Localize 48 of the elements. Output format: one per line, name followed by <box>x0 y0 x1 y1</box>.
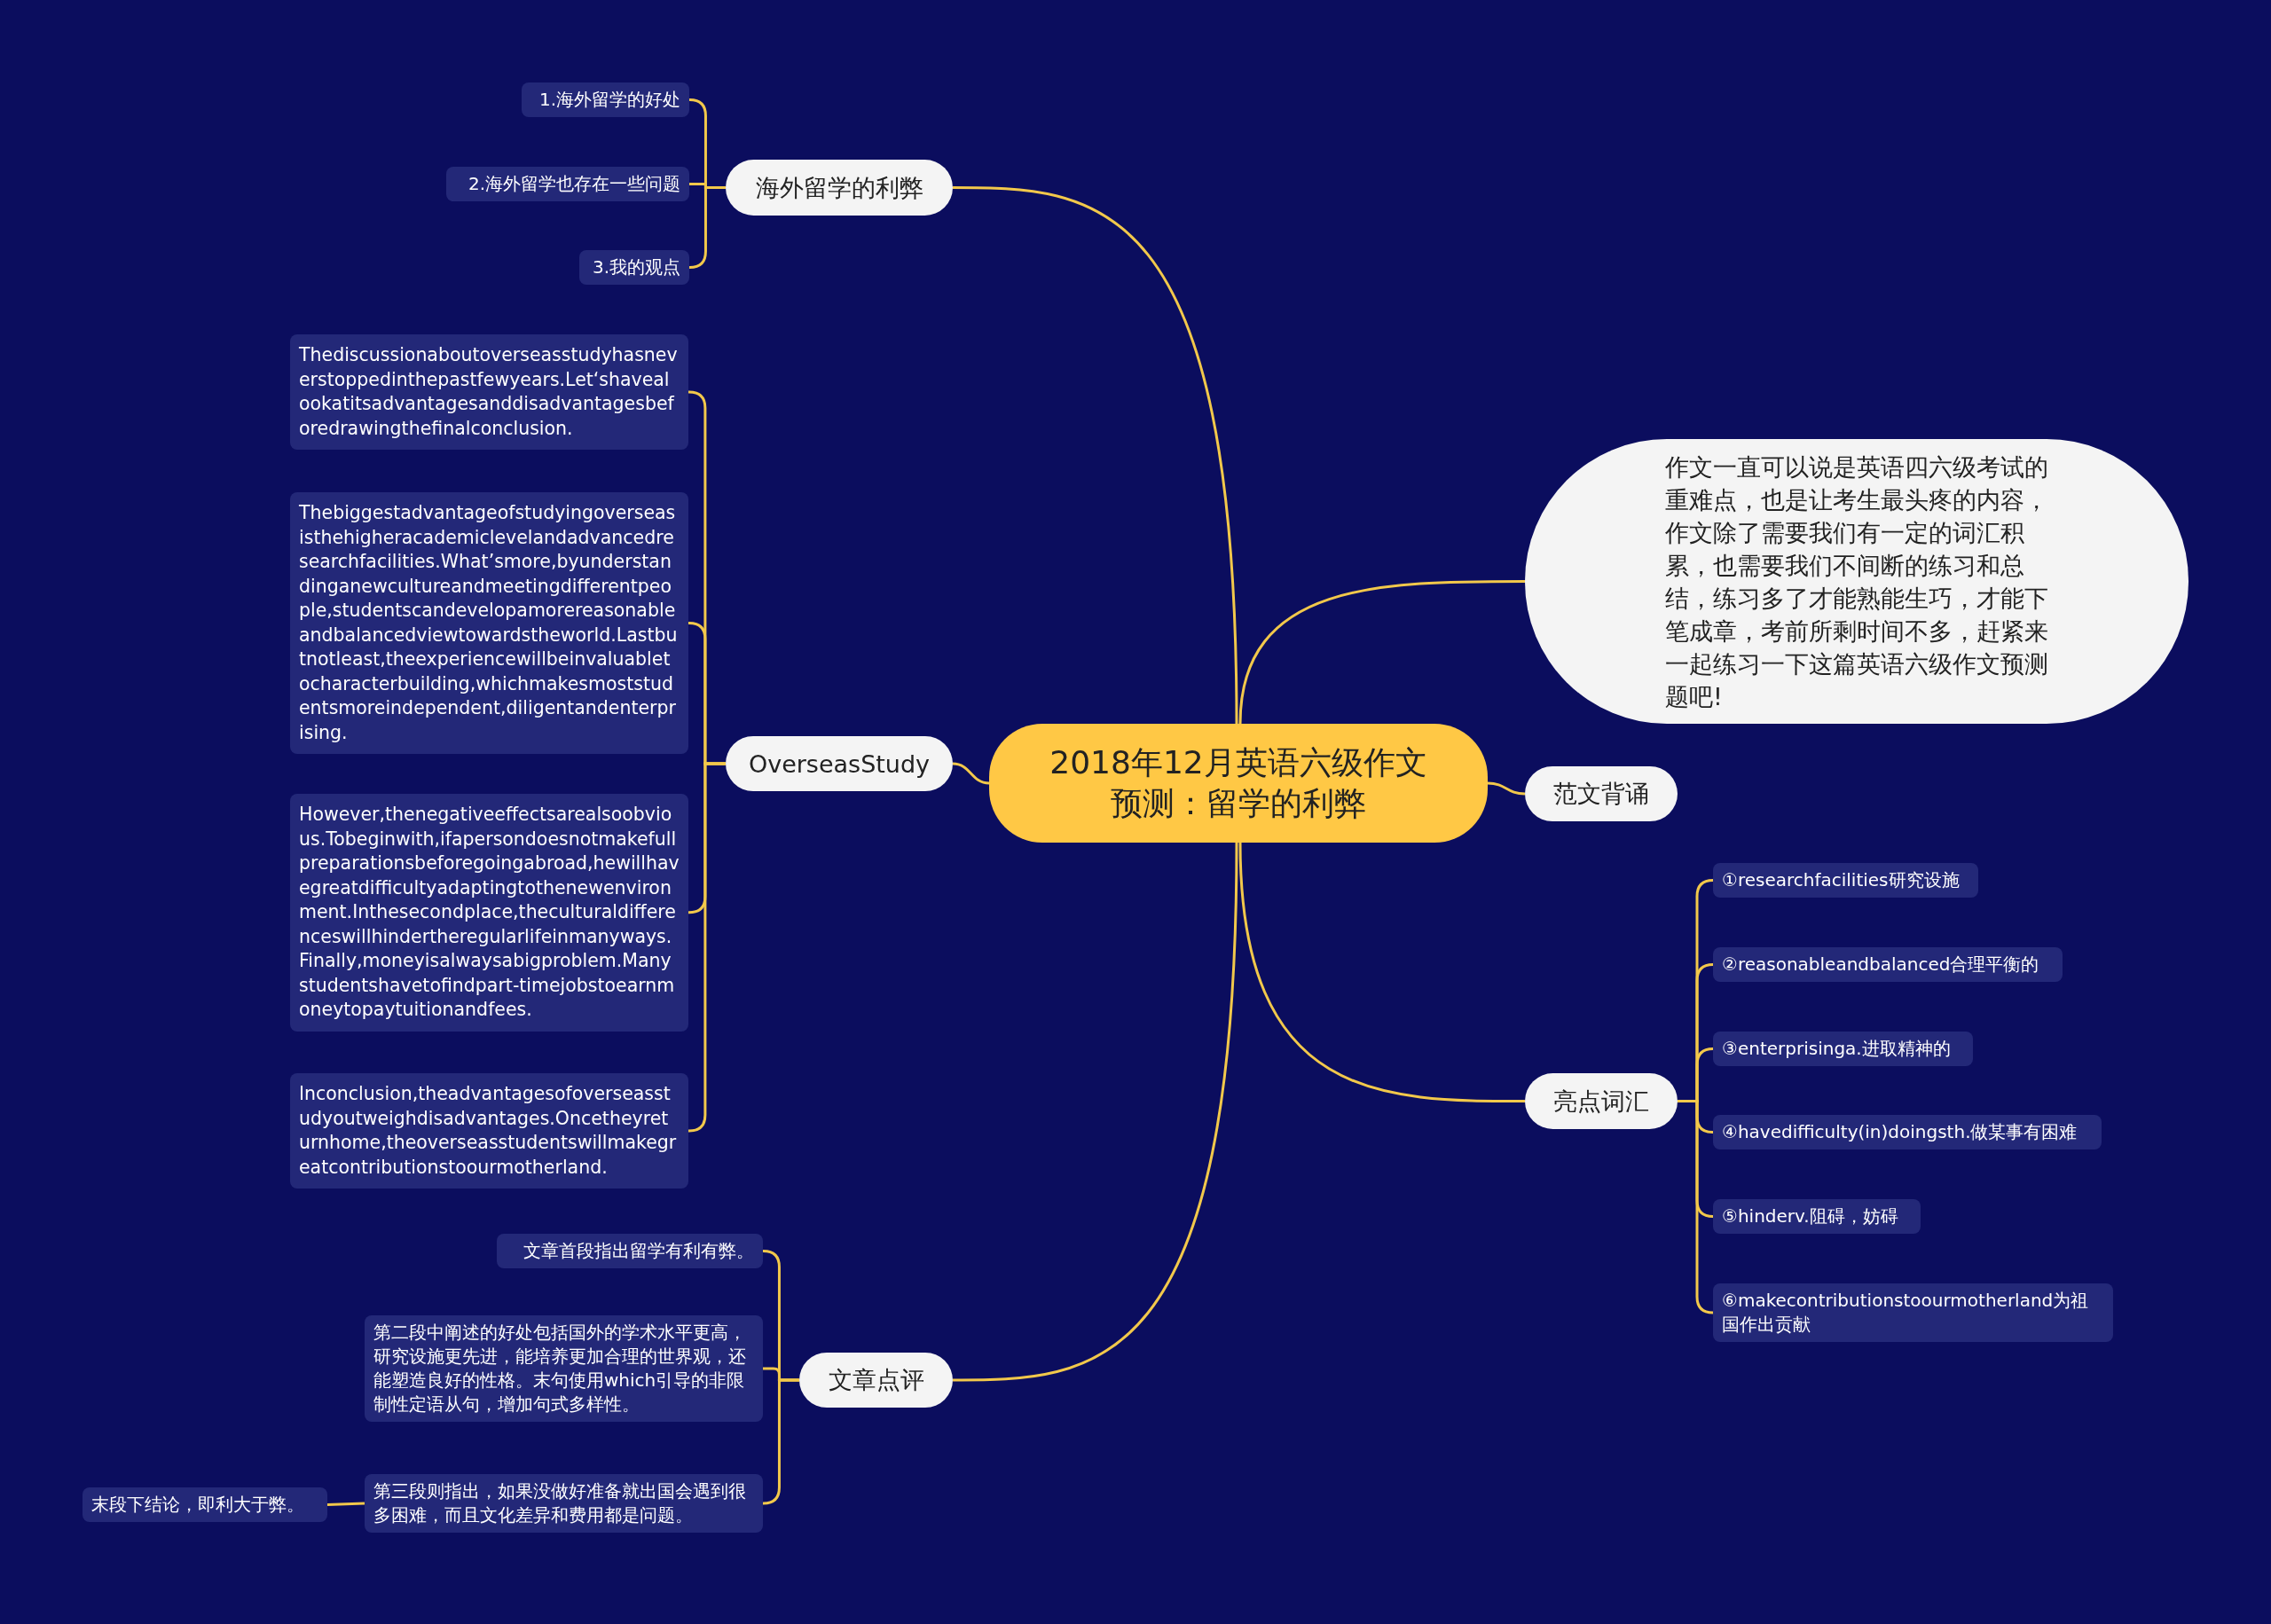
connector-line <box>952 762 990 785</box>
node-text: 1.海外留学的好处 <box>538 88 680 112</box>
node-text: 末段下结论，即利大于弊。 <box>91 1493 304 1517</box>
subtopic-box <box>1713 947 2063 982</box>
node-text: 文章首段指出留学有利有弊。 <box>523 1239 754 1263</box>
subtopic-box <box>1713 863 1978 898</box>
connector-line <box>761 1378 799 1505</box>
subtopic-box <box>497 1234 763 1268</box>
subtopic-box <box>83 1487 327 1522</box>
subtopic-box <box>1713 1283 2113 1342</box>
node-text: 第二段中阐述的好处包括国外的学术水平更高，研究设施更先进，能培养更加合理的世界观，还能塑造良好的性格。末句使用which引导的非限制性定语从句，增加句式多样性。 <box>373 1321 747 1416</box>
connector-line <box>953 186 1238 725</box>
node-text: 作文一直可以说是英语四六级考试的重难点，也是让考生最头疼的内容，作文除了需要我们有一定的词汇积累，也需要我们不间断的练习和总结，练习多了才能熟能生巧，才能下笔成章，考前所剩时间不多，赶紧来一起练习一下这篇英语六级作文预测题吧! <box>1665 451 2049 712</box>
node-text: Thebiggestadvantageofstudyingoverseasisthehigheracademiclevelandadvancedresearchfacilities.What’smore,byunderstandinganewcultureandmeetingdifferentpeople,studentscandevelopamorereasonableandbalancedviewtowardstheworld.Lastbutnotleast,theexperiencewillbeinvaluabletocharacterbuilding,whichmakesmoststudentsmoreindependent,diligentandenterprising. <box>299 501 679 745</box>
node-text: 亮点词汇 <box>1553 1086 1649 1117</box>
node-text: ①researchfacilities研究设施 <box>1722 868 1960 892</box>
node-text: ④havedifficulty(in)doingsth.做某事有困难 <box>1722 1120 2078 1144</box>
node-text: ⑥makecontributionstoourmotherland为祖国作出贡献 <box>1722 1289 2090 1337</box>
node-text: ③enterprisinga.进取精神的 <box>1722 1037 1951 1061</box>
node-text: 第三段则指出，如果没做好准备就出国会遇到很多困难，而且文化差异和费用都是问题。 <box>373 1479 747 1527</box>
connector-line <box>953 842 1238 1382</box>
node-text: 2.海外留学也存在一些问题 <box>468 172 680 196</box>
node-text: ②reasonableandbalanced合理平衡的 <box>1722 953 2039 977</box>
node-text: 3.我的观点 <box>592 255 680 279</box>
subtopic-box <box>1713 1199 1921 1234</box>
node-text: However,thenegativeeffectsarealsoobvious.Tobeginwith,ifapersondoesnotmakefullpreparationsbeforegoingabroad,hewillhavegreatdifficultyadaptingtothenewenvironment.Inthesecondplace,theculturaldifferenceswillhindertheregularlifeinmanyways.Finally,moneyisalwaysabigproblem.Manystudentshavetofindpart‐timejobstoearnmoneytopaytuitionandfees. <box>299 803 680 1022</box>
node-text: 海外留学的利弊 <box>755 172 923 203</box>
node-text: 范文背诵 <box>1553 779 1649 809</box>
subtopic-box <box>522 82 689 117</box>
connector-line <box>1238 580 1525 725</box>
connector-line <box>1678 1100 1715 1314</box>
connector-line <box>326 1502 365 1506</box>
node-text: 文章点评 <box>828 1365 924 1395</box>
node-text: ⑤hinderv.阻碍，妨碍 <box>1722 1204 1898 1228</box>
paragraph-box <box>290 1073 688 1189</box>
paragraph-box <box>290 334 688 450</box>
subtopic-box <box>1713 1115 2102 1149</box>
subtopic-box <box>579 250 689 285</box>
connector-line <box>1238 842 1525 1102</box>
node-text: OverseasStudy <box>748 749 931 778</box>
subtopic-box <box>365 1474 763 1533</box>
node-text: 2018年12月英语六级作文预测：留学的利弊 <box>1049 743 1428 823</box>
subtopic-box <box>365 1315 763 1422</box>
connector-line <box>1487 781 1526 796</box>
subtopic-box <box>1713 1032 1973 1066</box>
node-text: Thediscussionaboutoverseasstudyhasneverstoppedinthepastfewyears.Let‘shavealookatitsadvantagesanddisadvantagesbeforedrawingthefinalconclusion. <box>299 343 679 441</box>
subtopic-box <box>446 167 689 201</box>
node-text: Inconclusion,theadvantagesofoverseasstudyoutweighdisadvantages.Oncetheyreturnhome,theoverseasstudentswillmakegreatcontributionstoourmotherland. <box>299 1082 678 1180</box>
